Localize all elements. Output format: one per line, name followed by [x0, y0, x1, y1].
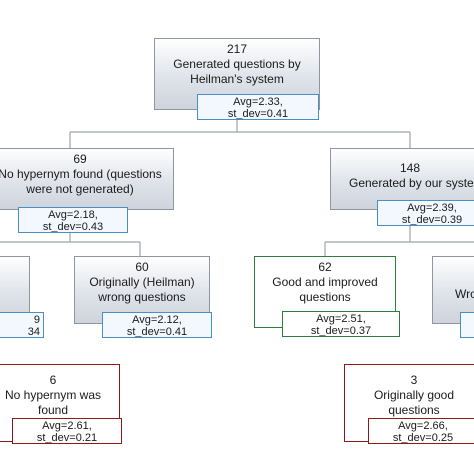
node-root-std: st_dev=0.41 — [227, 108, 289, 120]
node-cut-right-label-line-1: Wro — [455, 287, 474, 301]
node-root-label-line-1: Generated questions by — [173, 57, 301, 71]
node-no-hypernym-found-avg: Avg=2.61, — [42, 420, 92, 432]
node-no-hypernym-std: st_dev=0.43 — [42, 221, 104, 233]
node-good-improved-stats: Avg=2.51, st_dev=0.37 — [282, 311, 400, 337]
node-orig-good-label-line-2: questions — [388, 403, 440, 417]
node-our-system-std: st_dev=0.39 — [401, 214, 463, 226]
node-our-system-label-line-1: Generated by our system — [349, 176, 474, 190]
node-good-improved-std: st_dev=0.37 — [310, 325, 372, 337]
node-no-hypernym-avg: Avg=2.18, — [48, 209, 98, 221]
node-good-improved-count: 62 — [318, 260, 332, 274]
node-good-improved-label-line-2: questions — [299, 290, 351, 304]
node-our-system-stats: Avg=2.39, st_dev=0.39 — [377, 200, 474, 226]
node-root-label-line-2: Heilman's system — [190, 72, 284, 86]
node-orig-good-label-line-1: Originally good — [373, 388, 455, 402]
node-cut-left-std: 34 — [27, 326, 40, 338]
node-no-hypernym-found-stats: Avg=2.61, st_dev=0.21 — [12, 418, 122, 444]
node-orig-good-std: st_dev=0.25 — [392, 432, 454, 444]
node-good-improved-avg: Avg=2.51, — [316, 313, 366, 325]
node-root-avg: Avg=2.33, — [233, 96, 283, 108]
node-no-hypernym-found-label-line-1: No hypernym was — [4, 388, 102, 402]
node-heilman-wrong-stats: Avg=2.12, st_dev=0.41 — [102, 312, 212, 338]
node-cut-right-stats — [460, 312, 474, 338]
node-heilman-wrong-count: 60 — [135, 260, 149, 274]
node-good-improved-label-line-1: Good and improved — [272, 275, 378, 289]
node-no-hypernym-stats: Avg=2.18, st_dev=0.43 — [18, 207, 128, 233]
node-no-hypernym-label-line-1: No hypernym found (questions — [0, 167, 162, 181]
node-no-hypernym: 69 No hypernym found (questions were not… — [0, 148, 174, 210]
node-heilman-wrong-avg: Avg=2.12, — [132, 314, 182, 326]
node-orig-good-avg: Avg=2.66, — [398, 420, 448, 432]
node-cut-left-avg: 9 — [33, 314, 40, 326]
node-no-hypernym-found-std: st_dev=0.21 — [36, 432, 98, 444]
node-no-hypernym-count: 69 — [73, 152, 87, 166]
node-orig-good-count: 3 — [410, 373, 418, 387]
node-heilman-wrong-label-line-2: wrong questions — [98, 290, 186, 304]
node-root-stats: Avg=2.33, st_dev=0.41 — [197, 94, 319, 120]
node-our-system-count: 148 — [399, 161, 421, 175]
node-root-count: 217 — [226, 42, 248, 56]
node-no-hypernym-label-line-2: were not generated) — [26, 182, 134, 196]
node-heilman-wrong-label-line-1: Originally (Heilman) — [89, 275, 195, 289]
node-heilman-wrong-std: st_dev=0.41 — [126, 326, 188, 338]
node-cut-left-stats: 9 34 — [0, 312, 44, 338]
node-no-hypernym-found-label-line-2: found — [37, 403, 69, 417]
node-no-hypernym-found-count: 6 — [49, 373, 57, 387]
node-our-system-avg: Avg=2.39, — [407, 202, 457, 214]
node-orig-good-stats: Avg=2.66, st_dev=0.25 — [368, 418, 474, 444]
